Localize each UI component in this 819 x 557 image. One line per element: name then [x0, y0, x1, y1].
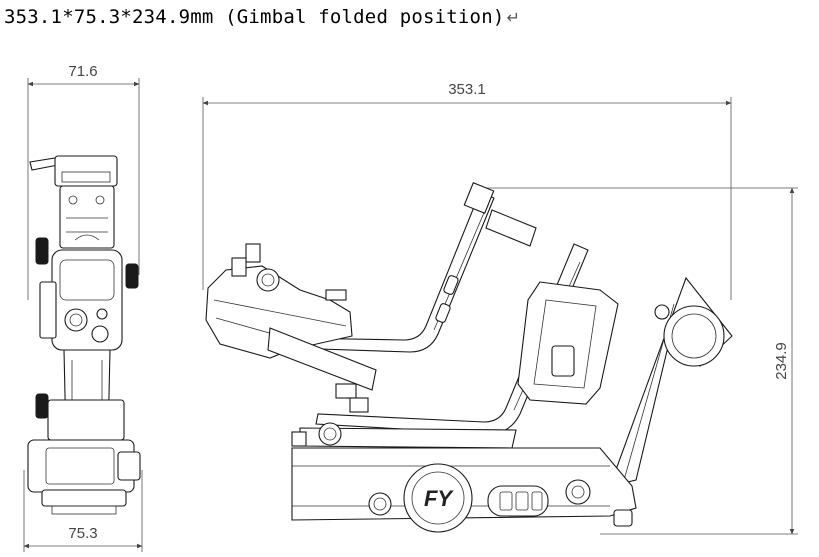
front-lower-knob	[318, 422, 342, 446]
side-view-drawing: 71.6 75.3	[23, 63, 143, 552]
front-logo-text: FY	[424, 486, 454, 511]
side-top-clamp	[54, 155, 118, 187]
front-base-foot	[613, 509, 633, 527]
front-slider-block	[267, 327, 377, 391]
front-camera-plate-block	[205, 265, 353, 359]
side-top-width-label: 71.6	[68, 63, 97, 80]
front-plate-knob	[256, 268, 280, 292]
side-quick-release-plate	[59, 185, 115, 249]
front-roll-motor	[517, 281, 619, 405]
front-pan-arm	[609, 276, 733, 487]
side-left-tab	[39, 281, 57, 339]
side-base-top	[47, 399, 125, 441]
front-arm-end-block	[463, 182, 495, 214]
side-knob-left	[35, 237, 49, 265]
front-height-label: 234.9	[773, 342, 790, 380]
front-base-button-left	[368, 492, 392, 516]
dimensions-caption: 353.1*75.3*234.9mm (Gimbal folded positi…	[4, 6, 520, 28]
front-control-panel	[487, 485, 549, 517]
front-joystick	[565, 479, 591, 505]
front-pan-motor	[663, 305, 725, 367]
side-knob-lower	[35, 393, 49, 419]
front-view-drawing: 353.1 234.9	[202, 81, 798, 535]
side-base-foot	[41, 489, 127, 507]
side-motor-button	[64, 308, 88, 332]
front-logo-wheel	[403, 463, 473, 533]
front-length-label: 353.1	[448, 81, 486, 98]
caption-text: 353.1*75.3*234.9mm (Gimbal folded positi…	[4, 6, 505, 28]
side-lever	[29, 157, 59, 171]
return-arrow-icon: ↵	[506, 8, 521, 27]
side-knob-right	[125, 263, 139, 289]
side-bottom-width-label: 75.3	[68, 525, 97, 542]
